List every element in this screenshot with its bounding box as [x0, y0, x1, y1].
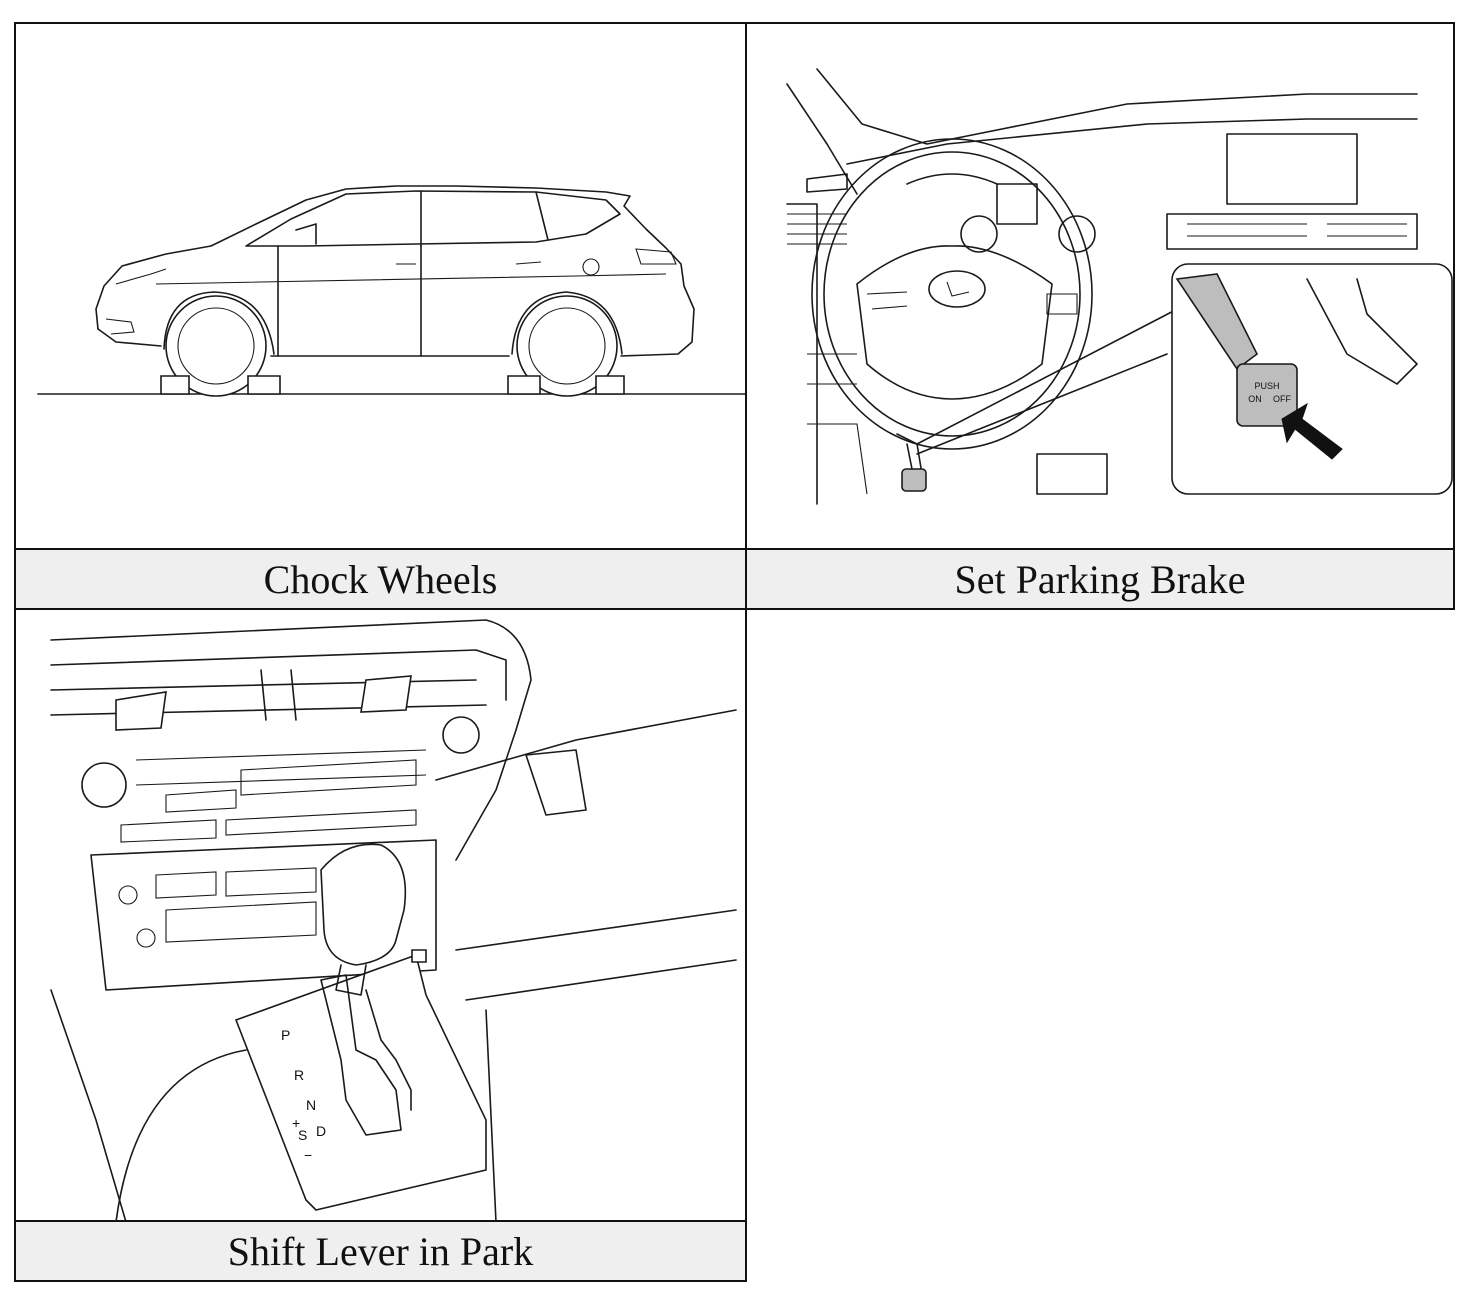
gate-label-minus: − — [304, 1147, 312, 1163]
panel-shift-lever-in-park: P R N + S D − Shift Lever in Park — [14, 608, 747, 1282]
parking-brake-pedal — [902, 469, 926, 491]
chock-rear-right — [596, 376, 624, 394]
emblem — [929, 271, 985, 307]
panel-set-parking-brake: PUSH ON OFF Set Parking Brake — [745, 22, 1455, 610]
gate-label-plus: + — [292, 1115, 300, 1131]
switch-push-text: PUSH — [1254, 381, 1279, 391]
shift-lever-illustration: P R N + S D − — [16, 610, 745, 1222]
gate-label-s: S — [298, 1127, 307, 1143]
chock-rear-left — [508, 376, 540, 394]
chock-front-left — [161, 376, 189, 394]
panel-chock-wheels: Chock Wheels — [14, 22, 747, 610]
chock-wheels-illustration — [16, 24, 745, 550]
push-arrow-icon — [1282, 404, 1342, 459]
caption-set-parking-brake: Set Parking Brake — [747, 548, 1453, 608]
parking-brake-illustration: PUSH ON OFF — [747, 24, 1453, 550]
gate-label-r: R — [294, 1067, 304, 1083]
switch-off-text: OFF — [1273, 394, 1291, 404]
caption-shift-lever-in-park: Shift Lever in Park — [16, 1220, 745, 1280]
chock-front-right — [248, 376, 280, 394]
shift-lever-knob — [321, 844, 405, 965]
switch-on-text: ON — [1248, 394, 1262, 404]
inset-callout — [1172, 264, 1452, 494]
brake-release-switch — [1237, 364, 1297, 426]
gate-label-d: D — [316, 1123, 326, 1139]
caption-chock-wheels: Chock Wheels — [16, 548, 745, 608]
gate-label-n: N — [306, 1097, 316, 1113]
gate-label-p: P — [281, 1027, 290, 1043]
